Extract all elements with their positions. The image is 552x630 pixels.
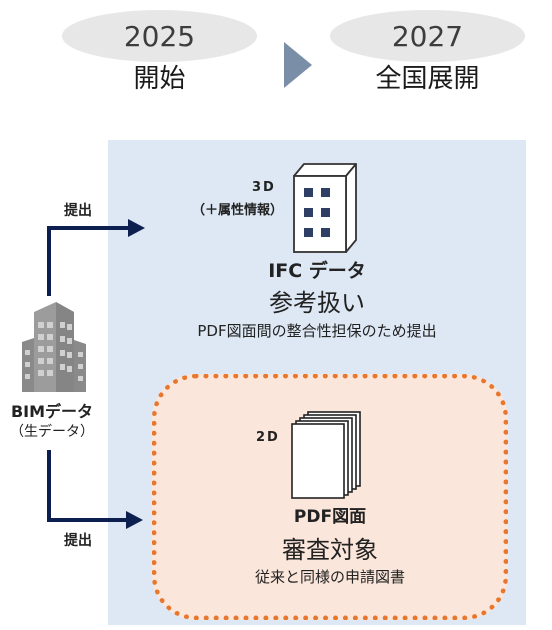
ifc-description: PDF図面間の整合性担保のため提出 xyxy=(197,322,437,340)
bottom-arrowhead-icon xyxy=(126,511,143,529)
pdf-dimension: 2D xyxy=(256,430,280,445)
top-arrow-label: 提出 xyxy=(64,203,92,219)
ifc-dimension: 3D xyxy=(252,180,276,195)
ifc-title: IFC データ xyxy=(268,260,366,282)
pdf-document-stack-icon xyxy=(291,411,361,499)
end-year: 2027 xyxy=(391,20,464,53)
ifc-building-icon xyxy=(293,163,357,253)
pdf-description: 従来と同様の申請図書 xyxy=(254,568,405,586)
bim-building-icon xyxy=(22,302,86,392)
ifc-status: 参考扱い xyxy=(269,289,365,317)
pdf-title: PDF図面 xyxy=(293,507,367,527)
timeline-arrow-icon xyxy=(284,42,312,88)
end-year-ellipse xyxy=(330,10,525,62)
start-label: 開始 xyxy=(133,64,186,94)
start-year-ellipse xyxy=(62,10,257,62)
bottom-arrow xyxy=(47,450,128,522)
pdf-status: 審査対象 xyxy=(282,536,378,564)
bottom-arrow-label: 提出 xyxy=(64,533,92,549)
top-arrowhead-icon xyxy=(128,219,145,237)
bim-data-title: BIMデータ xyxy=(10,402,94,421)
start-year: 2025 xyxy=(123,20,196,53)
top-arrow xyxy=(47,226,130,296)
end-label: 全国展開 xyxy=(375,64,480,94)
bim-data-subtitle: （生データ） xyxy=(10,424,94,440)
ifc-attribute-note: （＋属性情報） xyxy=(192,203,284,218)
